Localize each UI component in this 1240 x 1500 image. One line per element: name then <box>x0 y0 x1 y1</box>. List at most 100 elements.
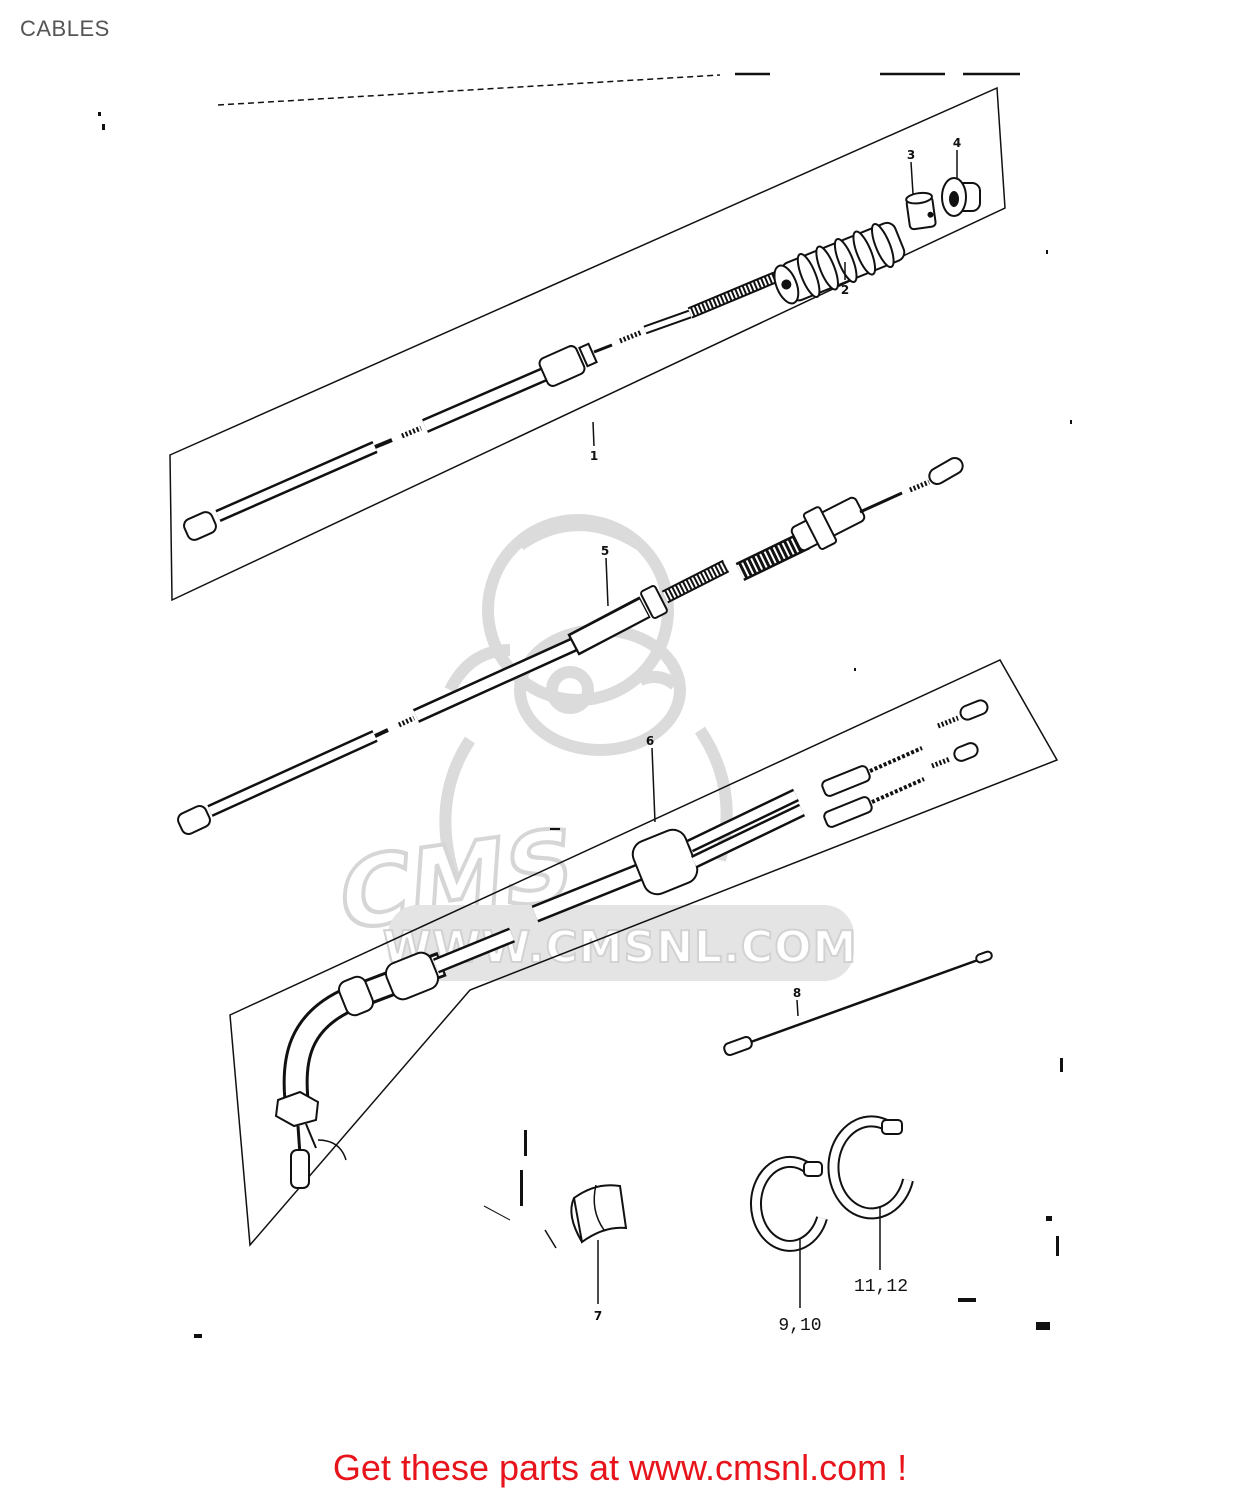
part-1-cable <box>183 271 779 541</box>
throttle-split-tube-fill <box>688 790 798 851</box>
part-1-group-outline <box>169 86 1006 602</box>
wire-end-left <box>723 1035 753 1057</box>
part-label-1: 1 <box>590 449 598 463</box>
part-label-8: 8 <box>793 986 801 1000</box>
throttle-split-tube-fill <box>692 805 804 867</box>
top-reference-line <box>217 72 1020 106</box>
part-7-sleeve <box>570 1184 628 1244</box>
scan-speck <box>194 1334 202 1338</box>
wire-end-right <box>975 950 993 964</box>
throttle-lower-wire <box>305 1123 317 1149</box>
part-label-7: 7 <box>594 1309 602 1323</box>
cable-outer-tube-fill <box>413 639 578 721</box>
part-labels: 1 2 3 4 5 6 7 8 9,10 11,12 <box>590 136 961 1336</box>
scan-speck <box>520 1170 523 1206</box>
scan-speck <box>524 1130 527 1156</box>
clamp-band-fill <box>829 1117 912 1218</box>
part-label-2: 2 <box>841 283 849 297</box>
scan-speck <box>102 124 105 130</box>
part-label-11-12: 11,12 <box>854 1277 908 1297</box>
part-6-group-outline <box>229 659 1059 1247</box>
cable-adjuster-rod-fill <box>644 311 691 333</box>
part-label-4: 4 <box>953 136 961 150</box>
cap-bore <box>949 191 959 207</box>
leader-line-5 <box>605 557 609 607</box>
throttle-wire-nipple <box>953 742 979 762</box>
cable-fitting-nut <box>578 342 598 368</box>
part-6-throttle-cable <box>274 699 989 1189</box>
cable-fitting <box>538 345 586 387</box>
part-5-cable <box>177 457 964 836</box>
scan-speck <box>1056 1236 1059 1256</box>
part-label-5: 5 <box>601 544 609 558</box>
scan-speck <box>1036 1322 1050 1330</box>
throttle-lower-fitting <box>274 1090 347 1189</box>
scan-speck <box>483 1205 511 1221</box>
cable-collar <box>640 585 668 619</box>
scan-speck <box>1070 420 1072 424</box>
mascot-eye <box>546 666 594 714</box>
throttle-cable-end-fitting <box>821 765 871 797</box>
throttle-inner-wire <box>871 777 925 804</box>
throttle-lower-end <box>290 1149 310 1189</box>
cable-wire-tip <box>374 728 389 738</box>
throttle-cable-tube-fill <box>433 929 515 972</box>
junction-collar <box>802 506 838 550</box>
cable-junction-fitting <box>790 496 866 552</box>
cable-inner-wire <box>593 343 613 354</box>
footer-cta-link[interactable]: Get these parts at www.cmsnl.com ! <box>332 1447 908 1488</box>
cable-sheath-fill <box>570 599 649 653</box>
throttle-cable-end-fitting <box>823 796 873 828</box>
throttle-grip-collar <box>337 975 375 1017</box>
adjuster-rib <box>796 252 821 298</box>
watermark: CMS WWW.CMSNL.COM <box>334 514 857 981</box>
scan-speck <box>544 1229 557 1249</box>
cable-thread-ribs <box>662 561 729 602</box>
throttle-inner-wire <box>869 746 923 773</box>
scan-speck <box>854 668 856 671</box>
adjuster-rib <box>852 230 877 276</box>
clamp-band-fill <box>751 1157 826 1250</box>
throttle-junction-box <box>631 828 699 896</box>
throttle-break-mark <box>937 715 959 729</box>
cable-outer-tube-fill <box>423 369 547 431</box>
part-9-10-clamp <box>749 1155 828 1252</box>
cable-break-mark <box>909 479 930 493</box>
cable-thread-ribs <box>688 273 778 317</box>
mascot-wink <box>637 670 679 690</box>
part-8-wire <box>723 950 993 1057</box>
watermark-band <box>388 905 854 981</box>
leader-line-1 <box>592 421 595 447</box>
cable-outer-tube-fill <box>216 443 377 520</box>
leader-lines <box>592 150 958 1308</box>
mascot-shoulder <box>444 644 511 693</box>
clamp-tab <box>803 1161 823 1177</box>
leader-line-8 <box>796 999 799 1017</box>
part-4-cap <box>941 177 981 217</box>
throttle-lower-nut <box>274 1090 320 1128</box>
part-label-3: 3 <box>907 148 915 162</box>
cable-spring-coils <box>736 533 810 579</box>
part-2-adjuster <box>773 221 906 305</box>
clamp-tab <box>881 1119 903 1135</box>
cable-outer-tube-fill <box>208 732 377 815</box>
cable-threaded-section <box>661 559 730 604</box>
throttle-break-mark <box>931 756 951 769</box>
cable-end-fitting <box>183 511 217 541</box>
sleeve-body <box>572 1184 628 1244</box>
scan-speck <box>1046 250 1048 254</box>
throttle-grip-sleeve <box>384 951 440 1001</box>
locknut-top <box>905 191 933 205</box>
cable-break-mark <box>397 715 416 728</box>
sleeve-edge <box>593 1184 605 1231</box>
part-label-9-10: 9,10 <box>778 1316 821 1336</box>
throttle-cable-tube-fill <box>532 864 645 921</box>
cable-inner-wire <box>859 491 903 514</box>
adjuster-rib <box>833 238 858 283</box>
scan-speck <box>1046 1216 1052 1221</box>
adjuster-bore <box>781 279 792 290</box>
leader-line-3 <box>910 161 914 195</box>
part-3-locknut <box>905 191 937 231</box>
wire-body <box>747 958 979 1045</box>
